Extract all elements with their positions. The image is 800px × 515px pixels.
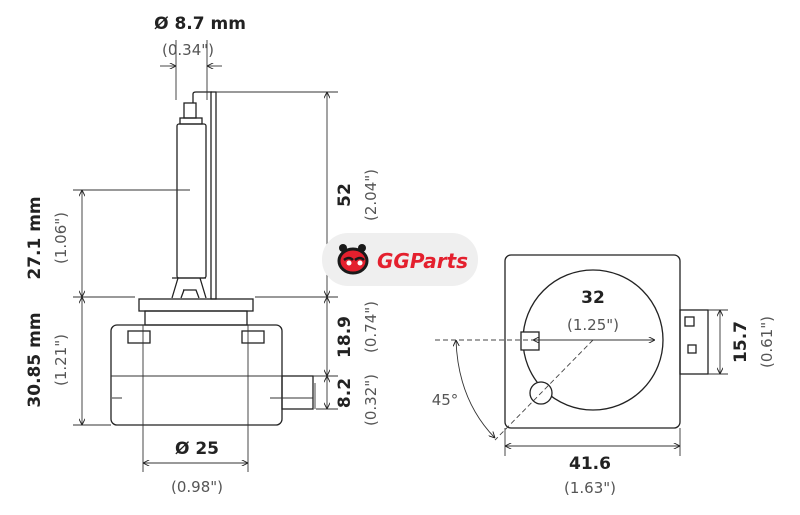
width-label: 41.6 [569, 454, 611, 474]
connector-width-label: 15.7 [731, 321, 751, 363]
arc-height-label: 27.1 mm [25, 196, 45, 279]
circle-diameter-inches: (1.25") [567, 316, 619, 334]
circle-diameter-label: 32 [581, 288, 605, 308]
base-height-label: 30.85 mm [25, 312, 45, 407]
bulb-diameter-label: Ø 8.7 mm [154, 14, 246, 34]
connector-height-inches: (0.32") [362, 374, 380, 426]
arc-height-inches: (1.06") [52, 212, 70, 264]
flange-height-label: 18.9 [335, 316, 355, 358]
angle-label: 45° [432, 391, 459, 409]
base-diameter-inches: (0.98") [171, 478, 223, 496]
flange-height-inches: (0.74") [362, 301, 380, 353]
bulb-side-view [110, 91, 316, 426]
base-height-inches: (1.21") [52, 334, 70, 386]
logo-text: GGParts [377, 249, 468, 273]
bulb-diameter-inches: (0.34") [162, 41, 214, 59]
connector-height-label: 8.2 [335, 378, 355, 408]
ggparts-logo: GGParts [322, 233, 478, 286]
total-height-inches: (2.04") [362, 169, 380, 221]
bulb-bottom-view [435, 254, 728, 456]
total-height-label: 52 [335, 183, 355, 207]
mascot-icon [337, 244, 369, 275]
connector-width-inches: (0.61") [758, 316, 776, 368]
side-dimensions [73, 40, 338, 472]
width-inches: (1.63") [564, 479, 616, 497]
base-diameter-label: Ø 25 [175, 439, 219, 459]
